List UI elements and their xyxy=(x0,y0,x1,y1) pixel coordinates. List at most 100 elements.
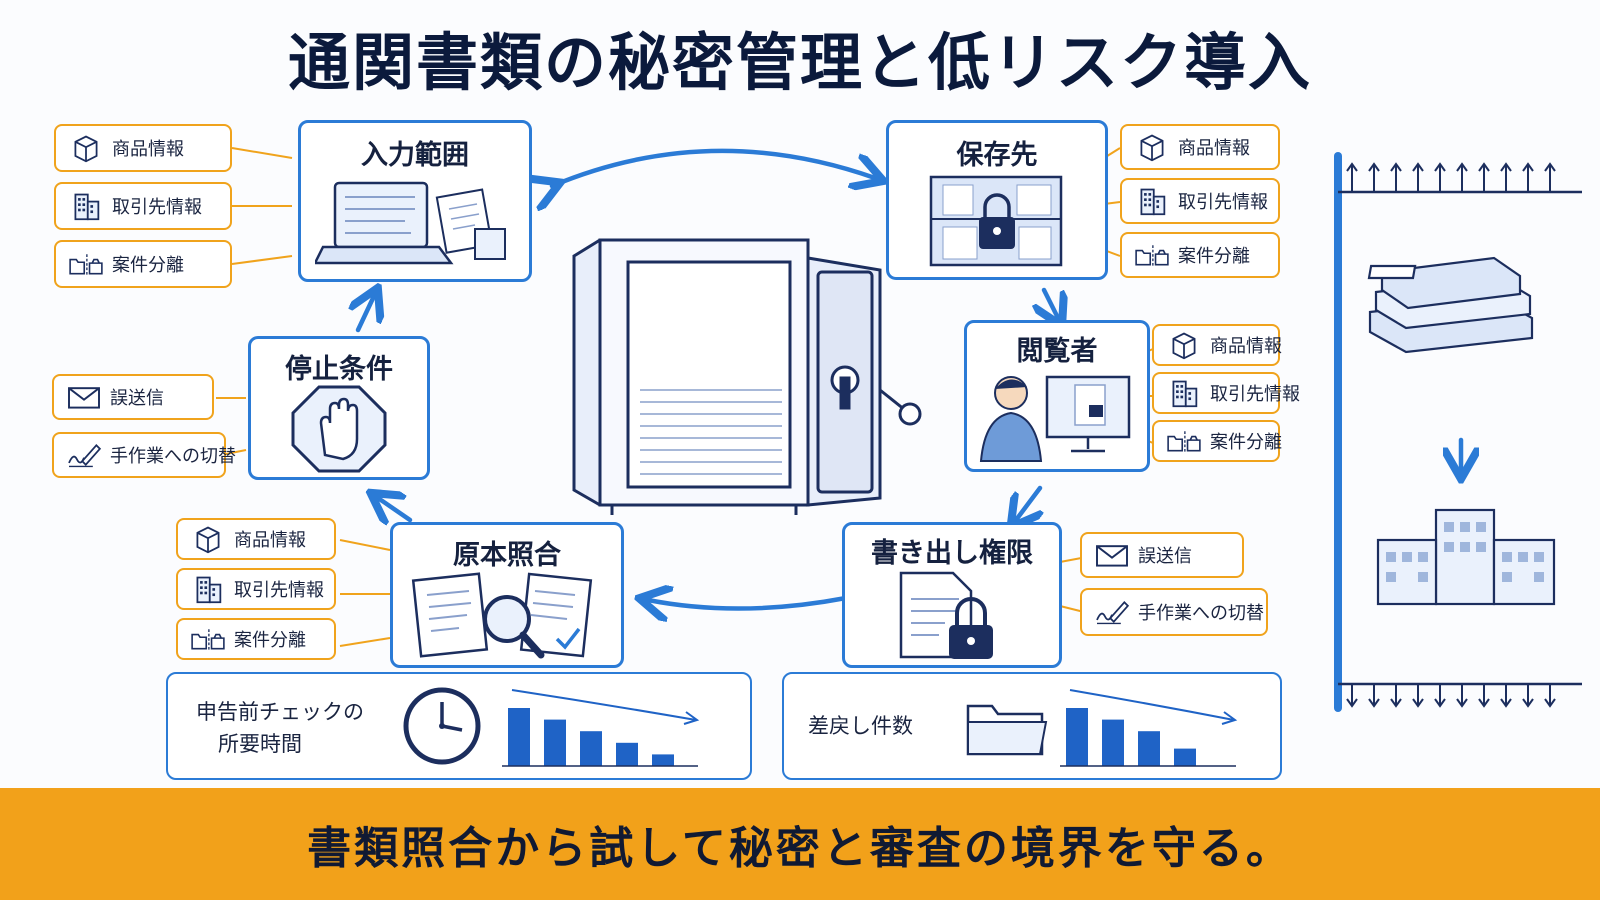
trend-arrowhead xyxy=(1221,711,1238,725)
up-arrow xyxy=(1412,162,1424,192)
document-compare-icon xyxy=(411,572,593,659)
metric-returns: 差戻し件数 xyxy=(782,672,1282,780)
node-title: 停止条件 xyxy=(285,354,393,385)
node-original-verification[interactable]: 原本照合 xyxy=(390,522,624,668)
tag-box: 商品情報 xyxy=(1152,324,1282,366)
tag-label: 誤送信 xyxy=(110,388,164,409)
down-arrow xyxy=(1478,684,1490,708)
tag-building: 取引先情報 xyxy=(1152,372,1300,414)
trend-line xyxy=(1069,689,1235,721)
node-viewer[interactable]: 閲覧者 xyxy=(964,320,1150,472)
tag-folder-split: 案件分離 xyxy=(1120,232,1280,278)
folder-split-icon xyxy=(1134,240,1178,270)
bar xyxy=(616,742,638,766)
signature-icon xyxy=(66,440,110,470)
laptop-icon xyxy=(315,181,506,265)
tag-label: 商品情報 xyxy=(112,139,184,160)
check-time-bar-chart xyxy=(502,689,700,767)
box-icon xyxy=(1134,132,1178,162)
bar xyxy=(1138,731,1160,766)
tag-label: 取引先情報 xyxy=(1178,192,1268,213)
footer-message: 書類照合から試して秘密と審査の境界を守る。 xyxy=(307,823,1293,874)
bar xyxy=(1102,719,1124,766)
node-title: 保存先 xyxy=(956,140,1038,171)
metric-label-line1: 申告前チェックの xyxy=(196,700,364,724)
viewer-at-computer-icon xyxy=(979,375,1131,462)
box-icon xyxy=(1166,330,1210,360)
tag-label: 商品情報 xyxy=(1210,336,1282,357)
page-title: 通関書類の秘密管理と低リスク導入 xyxy=(287,26,1312,99)
locked-cabinet-icon xyxy=(929,175,1063,267)
box-icon xyxy=(190,524,234,554)
tag-label: 商品情報 xyxy=(1178,138,1250,159)
tag-building: 取引先情報 xyxy=(54,182,232,230)
migration-panel xyxy=(1334,152,1582,712)
node-title: 入力範囲 xyxy=(361,140,469,171)
bar xyxy=(652,754,674,766)
node-export-permission[interactable]: 書き出し権限 xyxy=(842,522,1062,668)
down-arrow xyxy=(1544,684,1556,708)
tag-building: 取引先情報 xyxy=(1120,178,1280,224)
metric-check-time: 申告前チェックの 所要時間 xyxy=(166,672,752,780)
tag-label: 案件分離 xyxy=(1210,432,1282,453)
tag-box: 商品情報 xyxy=(176,518,336,560)
building-icon xyxy=(68,191,112,221)
down-arrow xyxy=(1412,684,1424,708)
building-icon xyxy=(1166,378,1210,408)
down-arrow xyxy=(1390,684,1402,708)
up-arrow xyxy=(1456,162,1468,192)
node-stop-conditions[interactable]: 停止条件 xyxy=(248,336,430,480)
up-arrow xyxy=(1368,162,1380,192)
up-arrow xyxy=(1434,162,1446,192)
bar xyxy=(1174,748,1196,766)
down-arrow xyxy=(1500,684,1512,708)
tag-label: 取引先情報 xyxy=(112,197,202,218)
down-arrow xyxy=(1346,684,1358,708)
down-arrow xyxy=(1456,684,1468,708)
envelope-icon xyxy=(66,382,110,412)
tag-signature: 手作業への切替 xyxy=(1080,588,1268,636)
node-title: 原本照合 xyxy=(453,540,561,571)
folder-split-icon xyxy=(68,249,112,279)
up-arrow xyxy=(1478,162,1490,192)
envelope-icon xyxy=(1094,540,1138,570)
folder-split-icon xyxy=(190,624,234,654)
returns-bar-chart xyxy=(1060,689,1238,767)
tag-folder-split: 案件分離 xyxy=(1152,420,1282,462)
node-input-scope[interactable]: 入力範囲 xyxy=(298,120,532,282)
metric-label: 差戻し件数 xyxy=(808,714,913,738)
down-arrow xyxy=(1434,684,1446,708)
tag-label: 誤送信 xyxy=(1138,546,1192,567)
safe-icon xyxy=(572,238,922,515)
signature-icon xyxy=(1094,597,1138,627)
tag-label: 取引先情報 xyxy=(1210,384,1300,405)
locked-document-icon xyxy=(899,571,993,659)
box-icon xyxy=(68,133,112,163)
up-arrow xyxy=(1346,162,1358,192)
tag-envelope: 誤送信 xyxy=(52,374,214,420)
footer-banner: 書類照合から試して秘密と審査の境界を守る。 xyxy=(0,788,1600,900)
tag-box: 商品情報 xyxy=(1120,124,1280,170)
folder-split-icon xyxy=(1166,426,1210,456)
clock-icon xyxy=(403,687,481,765)
tag-box: 商品情報 xyxy=(54,124,232,172)
down-arrow xyxy=(1522,684,1534,708)
tag-label: 案件分離 xyxy=(1178,246,1250,267)
folder-icon xyxy=(966,704,1048,756)
node-storage[interactable]: 保存先 xyxy=(886,120,1108,280)
bar xyxy=(544,719,566,766)
flow-arrows xyxy=(358,148,1461,609)
tag-label: 取引先情報 xyxy=(234,580,324,601)
up-arrow xyxy=(1544,162,1556,192)
tag-building: 取引先情報 xyxy=(176,568,336,610)
trend-arrowhead xyxy=(683,711,700,725)
metric-label: 申告前チェックの 所要時間 xyxy=(196,696,364,760)
up-arrow xyxy=(1390,162,1402,192)
up-arrow xyxy=(1522,162,1534,192)
bar xyxy=(1066,708,1088,766)
document-stack-icon xyxy=(1367,256,1534,354)
tag-folder-split: 案件分離 xyxy=(176,618,336,660)
bar xyxy=(508,708,530,766)
tag-label: 手作業への切替 xyxy=(110,446,236,467)
